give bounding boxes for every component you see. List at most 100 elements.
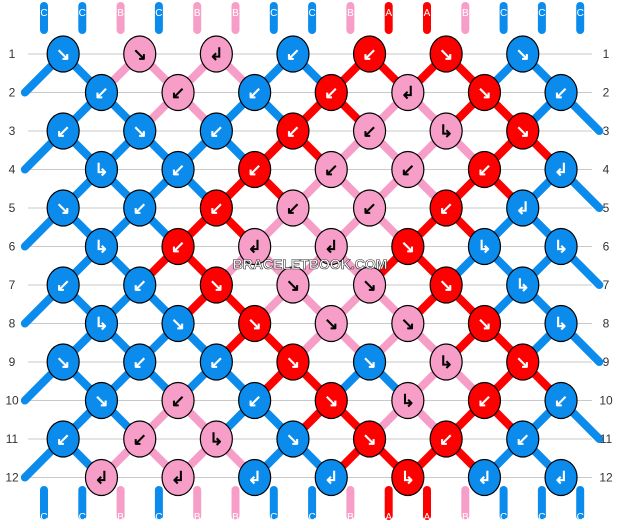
knot-direction-icon: ↲ (516, 199, 530, 218)
knot-shape (238, 73, 272, 112)
string-label-bottom: C (270, 512, 277, 523)
knot-direction-icon: ↘ (56, 199, 70, 218)
knot-direction-icon: ↘ (286, 430, 300, 449)
string-label-top: C (155, 8, 162, 19)
knot: ↳ (84, 227, 119, 266)
knot-direction-icon: ↘ (133, 45, 147, 64)
knot: ↘ (391, 304, 425, 343)
knot-shape (506, 112, 540, 150)
knot-shape (429, 266, 463, 304)
knot-direction-icon: ↳ (401, 392, 415, 411)
knot: ↙ (352, 189, 387, 227)
knot: ↲ (199, 35, 233, 73)
knot: ↘ (46, 189, 80, 227)
knot-direction-icon: ↙ (554, 84, 568, 103)
row-label-left: 3 (9, 124, 16, 138)
knot-shape (391, 458, 425, 497)
knot-direction-icon: ↲ (324, 469, 338, 488)
knot-direction-icon: ↙ (554, 392, 568, 411)
string-label-top: B (232, 8, 239, 19)
knot: ↘ (123, 35, 157, 73)
string-label-bottom: B (117, 512, 124, 523)
knot-shape (506, 189, 540, 227)
knot: ↙ (161, 227, 195, 266)
knot-shape (276, 266, 310, 304)
knot: ↳ (429, 112, 463, 150)
knot-shape (84, 381, 119, 420)
knot: ↙ (84, 73, 119, 112)
knot-direction-icon: ↳ (477, 238, 491, 257)
knot-direction-icon: ↙ (171, 84, 185, 103)
knot-shape (276, 112, 310, 150)
knot-shape (238, 458, 272, 497)
knot-direction-icon: ↲ (324, 238, 338, 257)
knot-shape (314, 227, 348, 266)
knot-shape (391, 381, 425, 420)
knot: ↙ (46, 112, 80, 150)
knot-direction-icon: ↘ (516, 353, 530, 372)
knot: ↘ (467, 73, 502, 112)
knot-direction-icon: ↳ (439, 122, 453, 141)
knot-shape (391, 150, 425, 189)
knot: ↳ (544, 227, 578, 266)
knot-direction-icon: ↙ (56, 276, 70, 295)
knot-shape (199, 112, 233, 150)
knot-shape (352, 112, 387, 150)
row-label-right: 8 (603, 317, 610, 331)
knot-direction-icon: ↙ (401, 161, 415, 180)
knot-direction-icon: ↲ (209, 45, 223, 64)
string-label-bottom: C (79, 512, 86, 523)
knot-direction-icon: ↲ (248, 469, 262, 488)
knot-shape (161, 227, 195, 266)
knot-shape (238, 304, 272, 343)
knot: ↙ (161, 150, 195, 189)
knot-shape (123, 35, 157, 73)
knot-shape (199, 420, 233, 458)
knot-direction-icon: ↙ (56, 122, 70, 141)
knot-direction-icon: ↙ (286, 199, 300, 218)
knot-direction-icon: ↲ (401, 84, 415, 103)
knot: ↙ (467, 150, 502, 189)
knot-direction-icon: ↘ (516, 45, 530, 64)
knot: ↙ (467, 381, 502, 420)
row-label-right: 4 (603, 163, 610, 177)
string-label-top: B (347, 8, 354, 19)
knot: ↘ (506, 112, 540, 150)
knot-shape (314, 381, 348, 420)
string-label-top: C (270, 8, 277, 19)
knot: ↙ (314, 73, 348, 112)
knot: ↲ (314, 458, 348, 497)
knot: ↙ (123, 343, 157, 381)
knot: ↳ (467, 227, 502, 266)
knot-shape (544, 150, 578, 189)
knot-shape (123, 343, 157, 381)
knot-shape (352, 189, 387, 227)
row-label-left: 11 (6, 432, 19, 446)
knot-shape (314, 458, 348, 497)
knot-direction-icon: ↙ (477, 392, 491, 411)
knot-direction-icon: ↘ (286, 353, 300, 372)
knot-direction-icon: ↳ (209, 430, 223, 449)
knot-direction-icon: ↳ (439, 353, 453, 372)
knot-shape (544, 381, 578, 420)
string-label-top: A (424, 8, 431, 19)
knot: ↙ (276, 189, 310, 227)
knot: ↙ (46, 420, 80, 458)
knot-direction-icon: ↘ (401, 315, 415, 334)
knot-direction-icon: ↘ (286, 276, 300, 295)
row-label-right: 12 (599, 471, 613, 485)
knot: ↙ (352, 112, 387, 150)
knot-direction-icon: ↘ (94, 392, 108, 411)
knot-shape (84, 150, 119, 189)
string-label-bottom: B (462, 512, 469, 523)
knot: ↙ (276, 35, 310, 73)
knot-shape (352, 266, 387, 304)
knot-shape (506, 35, 540, 73)
knot-direction-icon: ↘ (171, 315, 185, 334)
knot: ↙ (314, 150, 348, 189)
knot: ↙ (123, 420, 157, 458)
string-label-bottom: C (308, 512, 315, 523)
string-label-bottom: C (500, 512, 507, 523)
string-label-top: C (500, 8, 507, 19)
